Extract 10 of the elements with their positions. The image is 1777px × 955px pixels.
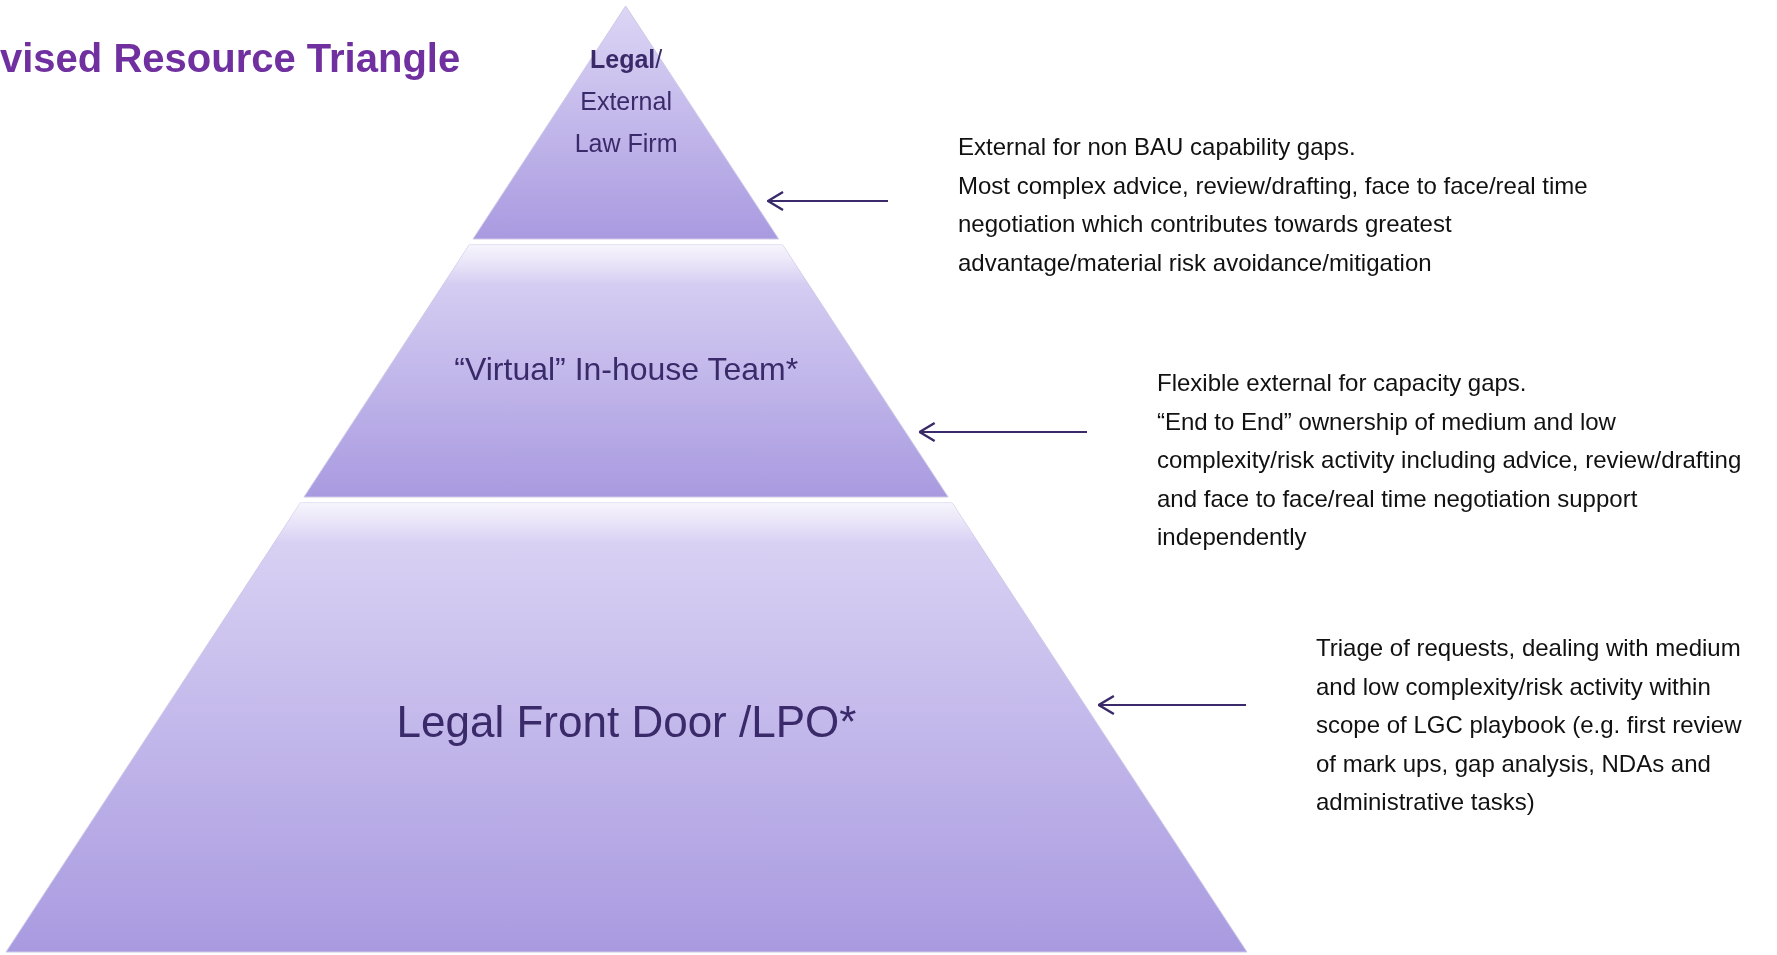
arrow — [766, 190, 889, 212]
description-text: Flexible external for capacity gaps. “End to End” ownership of medium and low complexity/risk activity including advice, review/drafting and face to face/real time negotiation support independently — [1157, 364, 1742, 557]
tier-label: “Virtual” In-house Team* — [453, 350, 800, 388]
arrow — [918, 421, 1088, 443]
title: vised Resource Triangle — [0, 36, 461, 81]
tier-label: Legal Front Door /LPO* — [395, 696, 858, 748]
description-text: Triage of requests, dealing with medium and low complexity/risk activity within scope of LGC playbook (e.g. first review of mark ups, gap analysis, NDAs and administrative tasks) — [1316, 629, 1766, 822]
arrow — [1097, 694, 1247, 716]
tier-label: Legal/ External Law Firm — [573, 44, 679, 159]
description-text: External for non BAU capability gaps. Most complex advice, review/drafting, face to face/real time negotiation which contributes towards greatest advantage/material risk avoidance/mitigation — [958, 128, 1648, 282]
